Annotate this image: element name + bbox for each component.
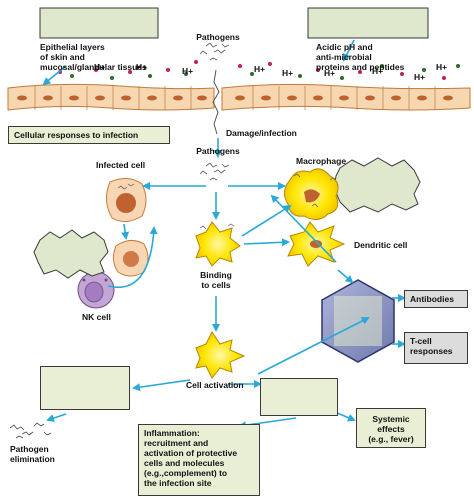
hidden-spiky-left	[33, 229, 109, 279]
binding-label: Binding to cells	[200, 270, 232, 290]
molecule-dots	[58, 60, 460, 80]
infected-cell	[106, 178, 147, 222]
macrophage-label: Macrophage	[296, 156, 347, 166]
cellular-responses-label: Cellular responses to infection	[14, 130, 139, 140]
epithelial-nuclei	[17, 95, 453, 101]
dendritic-cell-label: Dendritic cell	[354, 240, 408, 250]
systemic-box	[356, 408, 426, 448]
pathogens-top-label: Pathogens	[196, 32, 240, 42]
h-plus-3: H+	[182, 66, 194, 76]
damage-label: Damage/infection	[226, 128, 297, 138]
antibodies-label: Antibodies	[410, 294, 454, 304]
h-plus-8: H+	[414, 72, 426, 82]
inflammation-box	[138, 424, 260, 496]
h-plus-1: H+	[94, 62, 106, 72]
dendritic-cell	[287, 221, 346, 267]
tcell-label: T-cell responses	[410, 336, 453, 356]
cellular-responses-box	[8, 126, 170, 144]
binding-cell	[195, 221, 241, 267]
damage-crack	[212, 69, 220, 135]
h-plus-2: H+	[136, 62, 148, 72]
hidden-label-box-right	[307, 7, 429, 39]
pathogens-mid-label: Pathogens	[196, 146, 240, 156]
antibodies-box	[404, 290, 468, 308]
activated-cell	[195, 331, 246, 379]
infected-cell-label: Infected cell	[96, 160, 146, 170]
systemic-label: Systemic effects (e.g., fever)	[368, 414, 414, 444]
h-plus-9: H+	[436, 62, 448, 72]
h-plus-7: H+	[372, 66, 384, 76]
hidden-label-box-mid-left	[40, 366, 130, 410]
nk-cell	[77, 271, 115, 309]
pathogen-elimination-label: Pathogen elimination	[10, 444, 55, 464]
nk-cell-label: NK cell	[82, 312, 111, 322]
h-plus-5: H+	[282, 68, 294, 78]
h-plus-6: H+	[324, 68, 336, 78]
epithelial-label: Epithelial layers of skin and mucosal/gl…	[40, 42, 147, 72]
cell-activation-label: Cell activation	[186, 380, 244, 390]
macrophage	[284, 168, 339, 220]
dying-cell	[112, 240, 149, 277]
h-plus-4: H+	[254, 64, 266, 74]
tcell-box	[404, 332, 468, 364]
hidden-spiky-right	[333, 157, 421, 213]
inflammation-body: recruitment and activation of protective…	[144, 438, 238, 488]
inflammation-title: Inflammation:	[144, 428, 200, 438]
hidden-label-box-mid-right	[260, 378, 338, 416]
acidic-label: Acidic pH and anti-microbial proteins an…	[316, 42, 405, 72]
hidden-label-box-left	[39, 7, 159, 39]
epithelial-layer	[7, 83, 471, 111]
arrows	[42, 39, 406, 430]
pathogen-cluster-mid	[199, 162, 230, 181]
pathogen-elimination-debris	[9, 422, 52, 439]
pathogen-cluster-top	[199, 42, 230, 61]
hexagon-blur-label	[334, 296, 382, 346]
cell-borders	[34, 86, 436, 110]
